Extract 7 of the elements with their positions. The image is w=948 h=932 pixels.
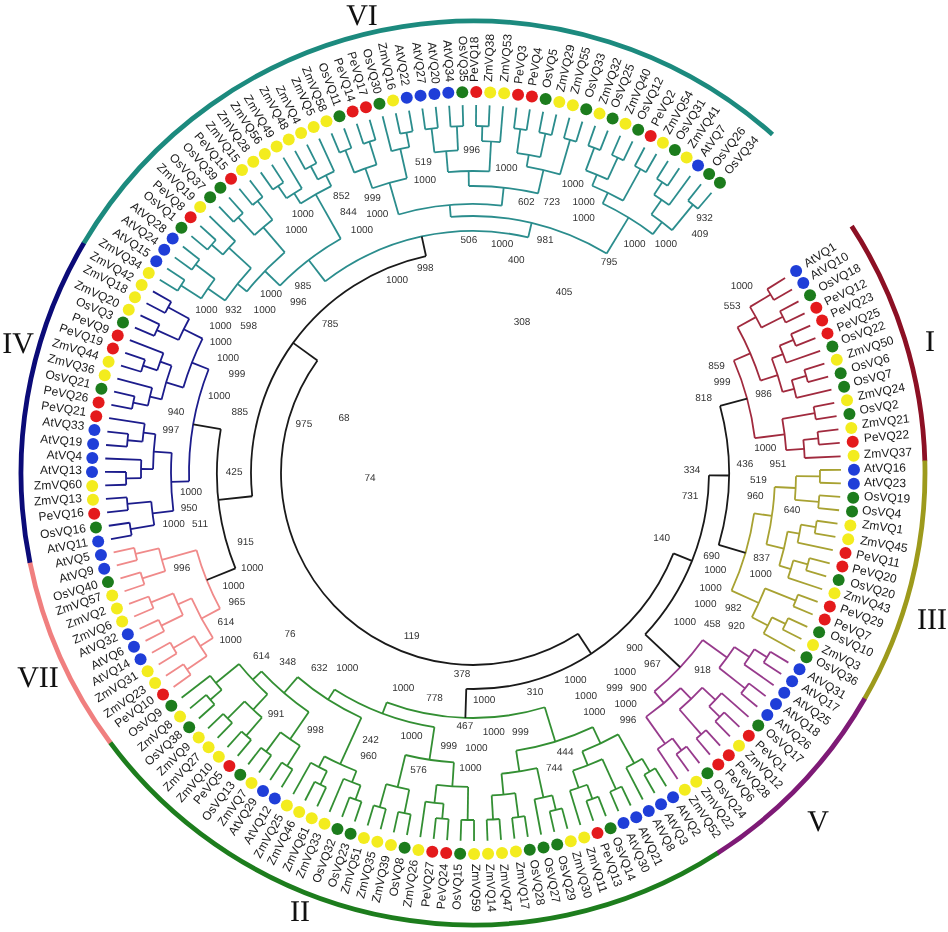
clade-numeral: I — [925, 329, 935, 359]
clade-numeral: VI — [346, 3, 378, 33]
clade-numeral: II — [290, 899, 310, 929]
clade-numeral: IV — [2, 331, 34, 361]
clade-numeral: III — [917, 607, 947, 637]
clade-numeral: V — [807, 809, 829, 839]
clade-numeral: VII — [17, 665, 59, 695]
